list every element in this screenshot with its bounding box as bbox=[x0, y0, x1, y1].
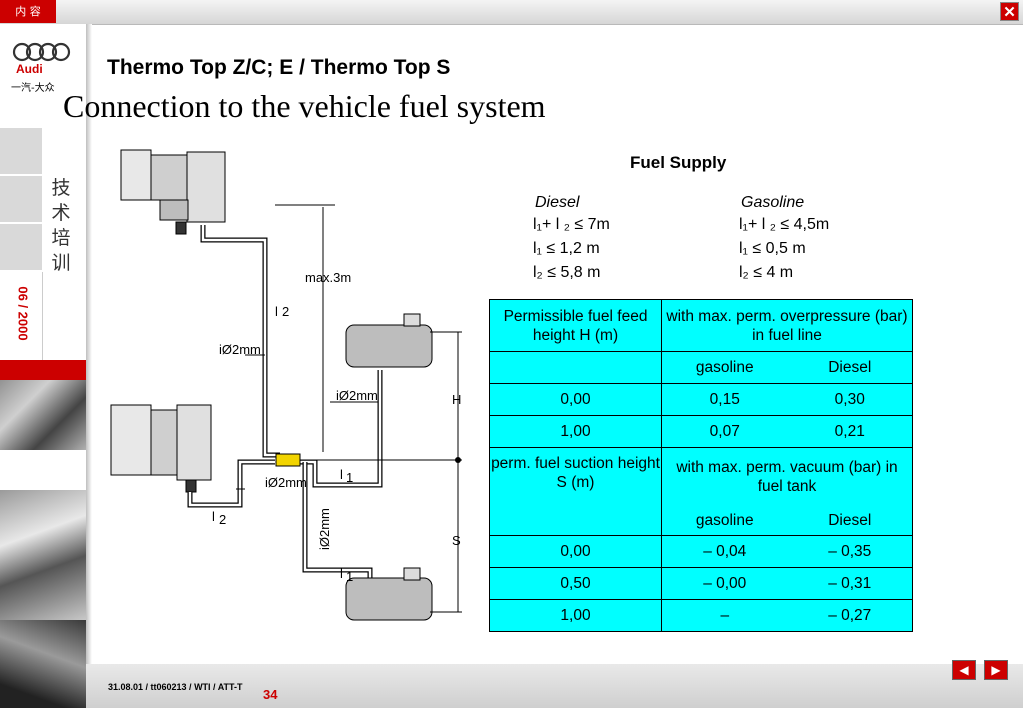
sidebar-accent-block bbox=[0, 360, 86, 380]
sidebar-photo bbox=[0, 620, 86, 708]
gasoline-values: l₁+ l ₂ ≤ 4,5m l₁ ≤ 0,5 m l₂ ≤ 4 m bbox=[739, 213, 829, 285]
table-cell: 0,30 bbox=[787, 383, 913, 416]
diesel-l1: l₁ ≤ 1,2 m bbox=[533, 240, 600, 257]
table-cell: 0,00 bbox=[489, 383, 662, 416]
brand-chinese-name: 一汽-大众 bbox=[11, 83, 55, 94]
table-cell: – 0,31 bbox=[787, 567, 913, 600]
brand-name: Audi bbox=[16, 62, 43, 76]
table-row: 1,00 – – 0,27 bbox=[489, 599, 913, 632]
table-row: 0,00 0,15 0,30 bbox=[489, 383, 913, 416]
table-cell: 1,00 bbox=[489, 415, 662, 448]
diagram-label-l2-lower-sub: 2 bbox=[219, 512, 226, 527]
sidebar-spacer bbox=[0, 450, 86, 490]
table-row: 1,00 0,07 0,21 bbox=[489, 415, 913, 448]
table-row: 0,50 – 0,00 – 0,31 bbox=[489, 567, 913, 600]
bottom-bar bbox=[86, 664, 1023, 708]
gasoline-label: Gasoline bbox=[741, 194, 805, 211]
gasoline-spec: Gasoline bbox=[741, 191, 804, 215]
suction-height-label: perm. fuel suction height S (m) bbox=[489, 447, 662, 536]
diagram-label-l2-lower: l bbox=[212, 509, 215, 524]
diagram-label-l1-lower-sub: 1 bbox=[346, 569, 353, 584]
table-row: 0,00 – 0,04 – 0,35 bbox=[489, 535, 913, 568]
table-cell: – 0,27 bbox=[787, 599, 913, 632]
contents-menu-button[interactable]: 内 容 bbox=[0, 0, 56, 23]
col-diesel: Diesel bbox=[787, 351, 913, 384]
diagram-label-max: max.3m bbox=[305, 270, 351, 285]
diagram-label-pipe: iØ2mm bbox=[336, 388, 378, 403]
gasoline-l1: l₁ ≤ 0,5 m bbox=[739, 240, 806, 257]
fuel-height-table: Permissible fuel feed height H (m) with … bbox=[489, 299, 913, 632]
diesel-spec: Diesel bbox=[535, 191, 579, 215]
diagram-label-pipe: iØ2mm bbox=[219, 342, 261, 357]
gasoline-l2: l₂ ≤ 4 m bbox=[739, 264, 794, 281]
table-cell: – bbox=[661, 599, 788, 632]
col-diesel: Diesel bbox=[787, 505, 913, 536]
diagram-label-l1-upper-sub: 1 bbox=[346, 470, 353, 485]
slide-title: Connection to the vehicle fuel system bbox=[63, 88, 546, 124]
table-cell: 0,00 bbox=[489, 535, 662, 568]
col-gasoline: gasoline bbox=[661, 505, 788, 536]
slide-subtitle: Thermo Top Z/C; E / Thermo Top S bbox=[107, 56, 451, 79]
diesel-l2: l₂ ≤ 5,8 m bbox=[533, 264, 601, 281]
diagram-label-l2-upper: l bbox=[275, 304, 278, 319]
overpressure-header: with max. perm. overpressure (bar) in fu… bbox=[661, 299, 913, 352]
fuel-system-diagram: max.3m l 2 iØ2mm iØ2mm H l 1 iØ2mm l 2 S… bbox=[110, 149, 462, 621]
footer-reference: 31.08.01 / tt060213 / WTI / ATT-T bbox=[108, 682, 243, 692]
diagram-label-l1-lower: l bbox=[340, 566, 343, 581]
diesel-label: Diesel bbox=[535, 194, 580, 211]
table-cell: – 0,04 bbox=[661, 535, 788, 568]
sidebar-shadow bbox=[86, 24, 92, 708]
table-cell: 0,50 bbox=[489, 567, 662, 600]
page-number: 34 bbox=[263, 687, 278, 702]
sidebar-tabs bbox=[0, 128, 42, 272]
empty-cell bbox=[489, 351, 662, 384]
feed-height-label: Permissible fuel feed height H (m) bbox=[489, 299, 662, 352]
audi-rings-logo bbox=[12, 42, 71, 62]
diagram-label-pipe-vertical: iØ2mm bbox=[317, 508, 332, 550]
diagram-label-l2-upper-sub: 2 bbox=[282, 304, 289, 319]
table-cell: 0,15 bbox=[661, 383, 788, 416]
close-button[interactable]: ✕ bbox=[1000, 2, 1019, 21]
diagram-label-S: S bbox=[452, 533, 461, 548]
col-gasoline: gasoline bbox=[661, 351, 788, 384]
table-cell: 1,00 bbox=[489, 599, 662, 632]
diagram-label-pipe: iØ2mm bbox=[265, 475, 307, 490]
fuel-supply-heading: Fuel Supply bbox=[630, 153, 727, 172]
section-label: 技术培训 bbox=[51, 177, 71, 274]
previous-slide-button[interactable]: ◀ bbox=[952, 660, 976, 680]
diagram-label-l1-upper: l bbox=[340, 467, 343, 482]
date-label: 06 / 2000 bbox=[15, 286, 31, 341]
diesel-l1-plus-l2: l₁+ l ₂ ≤ 7m bbox=[533, 216, 610, 233]
top-bar: 内 容 ✕ bbox=[0, 0, 1023, 25]
vacuum-header: with max. perm. vacuum (bar) in fuel tan… bbox=[661, 447, 913, 506]
table-cell: 0,07 bbox=[661, 415, 788, 448]
date-box bbox=[0, 272, 43, 364]
gasoline-l1-plus-l2: l₁+ l ₂ ≤ 4,5m bbox=[739, 216, 830, 233]
diesel-values: l₁+ l ₂ ≤ 7m l₁ ≤ 1,2 m l₂ ≤ 5,8 m bbox=[533, 213, 610, 285]
sidebar-photo bbox=[0, 490, 86, 620]
table-cell: 0,21 bbox=[787, 415, 913, 448]
table-cell: – 0,00 bbox=[661, 567, 788, 600]
next-slide-button[interactable]: ▶ bbox=[984, 660, 1008, 680]
table-cell: – 0,35 bbox=[787, 535, 913, 568]
diagram-label-H: H bbox=[452, 392, 461, 407]
